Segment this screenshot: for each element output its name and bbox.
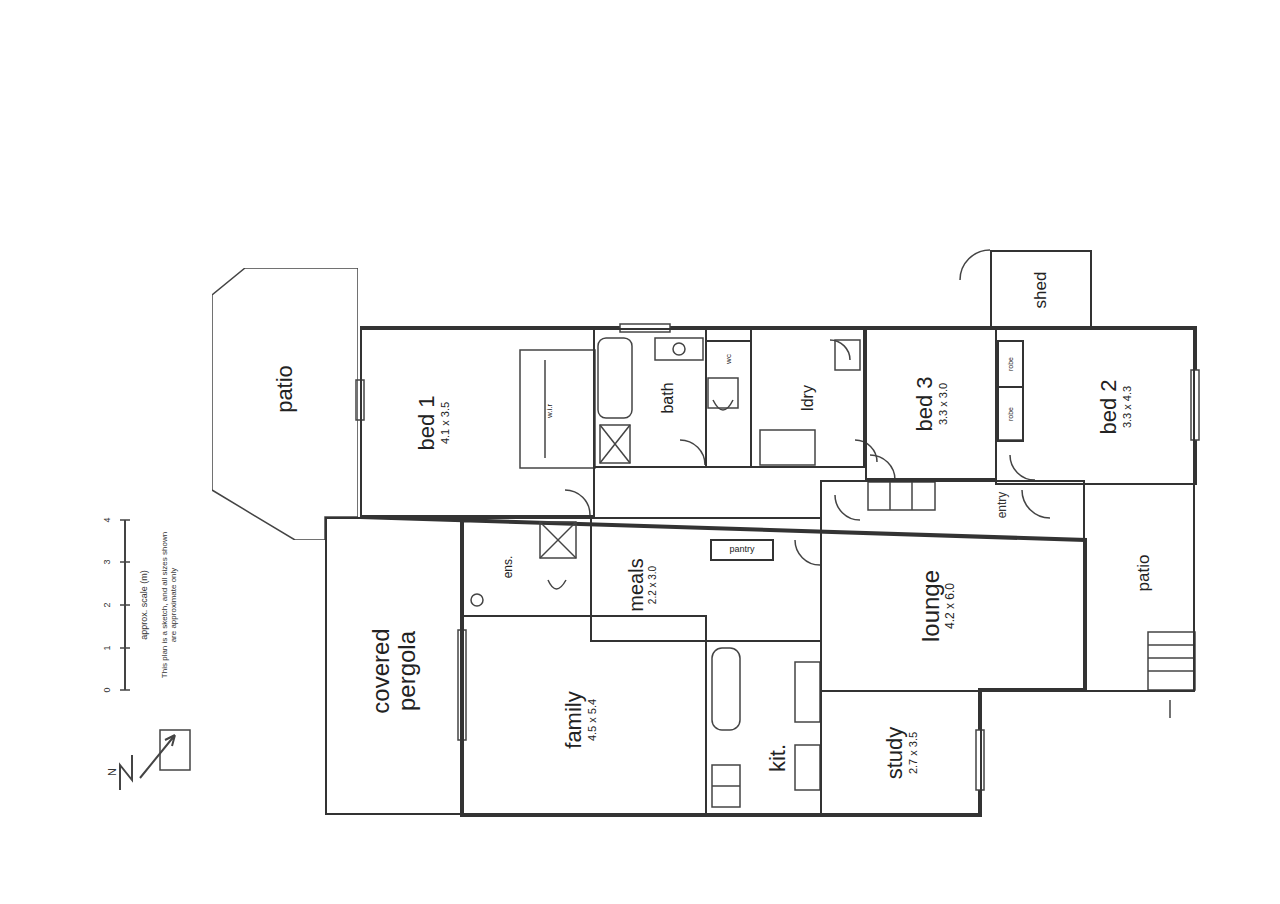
room-text: patio (1135, 554, 1154, 591)
room-name: bed 3 (913, 376, 937, 431)
room-text: study2.7 x 3.5 (883, 726, 919, 779)
room: bed 23.3 x 4.3 robe robe (995, 328, 1195, 485)
room-text: kit. (765, 743, 789, 771)
room-text: lounge4.2 x 6.0 (918, 570, 958, 642)
plan-label: 1 (103, 645, 113, 650)
room: study2.7 x 3.5 (820, 690, 982, 815)
room-name: lounge (918, 570, 944, 642)
room-text: bed 23.3 x 4.3 (1097, 379, 1133, 434)
room: patio (1083, 483, 1195, 692)
room: kit. (705, 640, 822, 815)
room-text: wc (724, 354, 733, 364)
room: ldry (750, 328, 865, 468)
room-name: robe (1007, 407, 1015, 421)
room-name: kit. (765, 743, 789, 771)
plan-label: approx. scale (m) (140, 570, 150, 640)
plan-label: entry (996, 492, 1009, 519)
room-dimensions: 2.2 x 3.0 (647, 558, 658, 611)
room-text: meals2.2 x 3.0 (625, 558, 658, 611)
room-text: robe (1007, 357, 1015, 371)
room-name: shed (1032, 272, 1051, 309)
room-name: w.i.r (545, 404, 554, 418)
room: lounge4.2 x 6.0 (820, 480, 1085, 692)
room-name: wc (724, 354, 733, 364)
room-name: meals (625, 558, 647, 611)
room-name: patio (273, 365, 297, 413)
room: bath (593, 328, 707, 468)
room-name: bed 2 (1097, 379, 1121, 434)
room-text: bed 14.1 x 3.5 (414, 395, 450, 450)
room-text: covered pergola (367, 606, 420, 736)
room: patio (212, 268, 358, 540)
room-dimensions: 4.2 x 6.0 (944, 570, 957, 642)
room-text: patio (273, 365, 297, 413)
room: pantry (710, 539, 774, 561)
room: w.i.r (522, 352, 597, 470)
room: family4.5 x 5.4 (462, 615, 707, 815)
room: robe (997, 386, 1024, 442)
room: shed (990, 250, 1092, 330)
room: bed 33.3 x 3.0 (865, 328, 997, 480)
room-text: family4.5 x 5.4 (561, 691, 597, 748)
plan-label: 4 (103, 517, 113, 522)
plan-label: 3 (103, 559, 113, 564)
room-dimensions: 3.3 x 3.0 (937, 376, 949, 431)
room-name: pantry (729, 545, 754, 555)
room-text: bath (659, 382, 677, 413)
room-name: bed 1 (414, 395, 438, 450)
room-name: robe (1007, 357, 1015, 371)
room-dimensions: 4.5 x 5.4 (586, 691, 598, 748)
room-name: patio (1135, 554, 1154, 591)
room-name: ens. (502, 556, 515, 579)
room: ens. (462, 517, 592, 617)
room-text: ens. (502, 556, 515, 579)
fixtures (120, 250, 1199, 807)
room-text: bed 33.3 x 3.0 (913, 376, 949, 431)
room: covered pergola (325, 517, 462, 815)
room-dimensions: 3.3 x 4.3 (1121, 379, 1133, 434)
room-name: bath (659, 382, 677, 413)
room-text: shed (1032, 272, 1051, 309)
room-name: study (883, 726, 907, 779)
room: robe (997, 340, 1024, 388)
room-name: ldry (799, 385, 817, 411)
room-text: w.i.r (545, 404, 554, 418)
plan-label: This plan is a sketch, and all sizes sho… (161, 530, 179, 680)
room-dimensions: 2.7 x 3.5 (907, 726, 919, 779)
plan-label: 0 (103, 687, 113, 692)
room-text: robe (1007, 407, 1015, 421)
room-dimensions: 4.1 x 3.5 (439, 395, 451, 450)
room-text: ldry (799, 385, 817, 411)
room: bed 14.1 x 3.5 w.i.r (360, 328, 595, 517)
plan-label: N (106, 768, 118, 776)
room: wc (705, 340, 752, 468)
room-name: family (561, 691, 585, 748)
room-text: pantry (729, 545, 754, 555)
room-name: covered pergola (367, 606, 420, 736)
plan-label: 2 (103, 602, 113, 607)
outer-walls (360, 328, 1195, 815)
